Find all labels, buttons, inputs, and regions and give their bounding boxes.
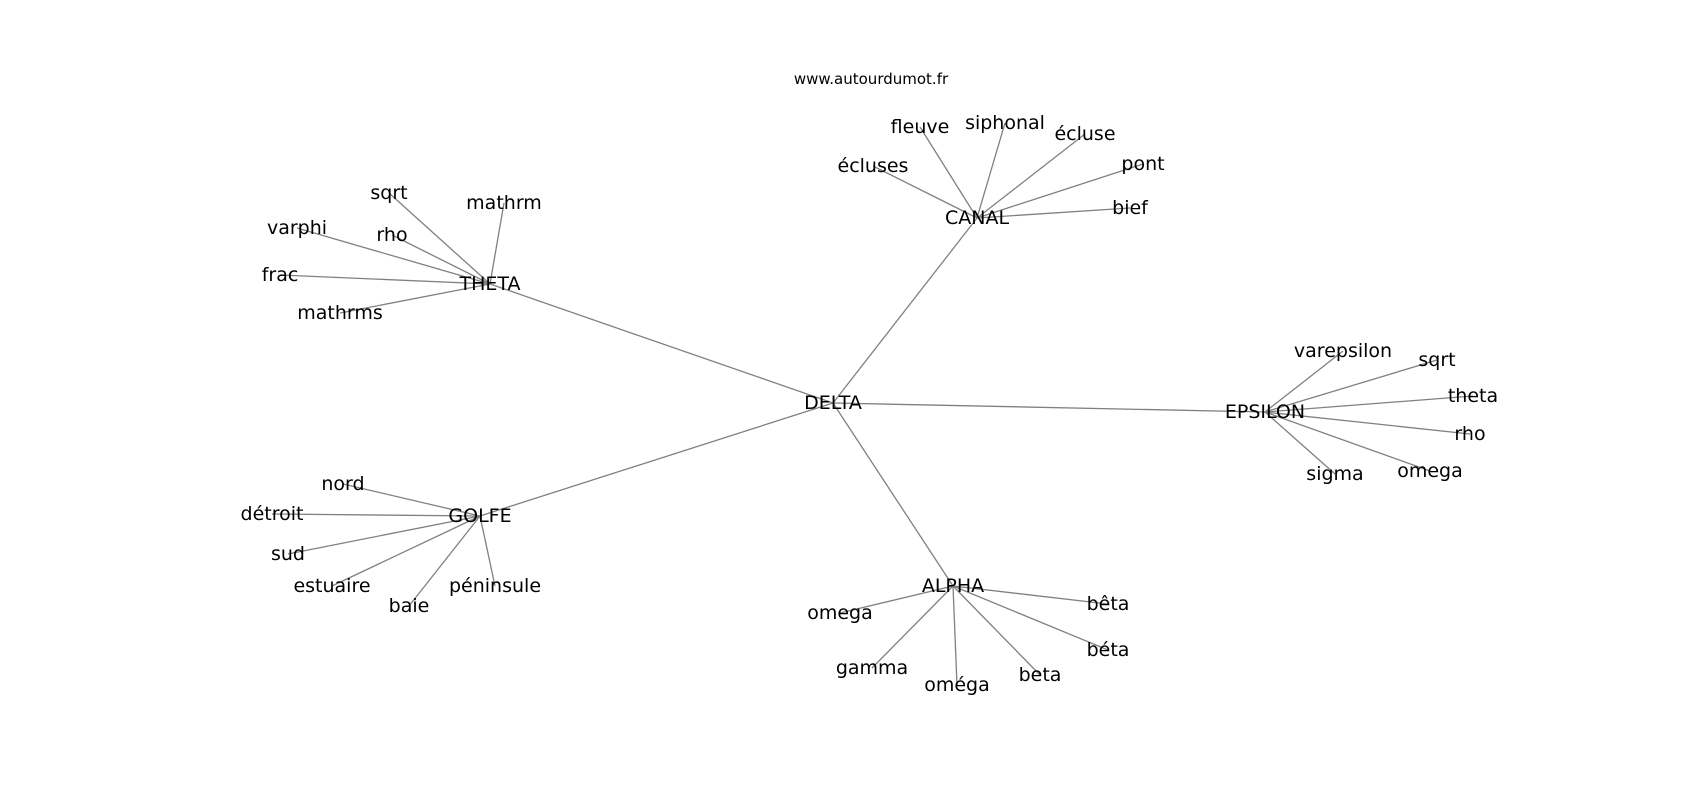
hub-node-label: CANAL: [945, 207, 1009, 229]
leaf-node-label: sqrt: [370, 182, 407, 204]
edge-alpha-leaf: [952, 585, 1041, 676]
leaf-node-label: béta: [1087, 639, 1130, 661]
edge-center-golfe: [479, 402, 834, 517]
leaf-node-label: baie: [389, 595, 430, 617]
edge-center-epsilon: [832, 402, 1266, 413]
edge-alpha-leaf: [952, 585, 1109, 605]
leaf-node-label: omega: [807, 602, 873, 624]
edge-theta-leaf: [339, 283, 491, 314]
leaf-node-label: siphonal: [965, 112, 1045, 134]
leaf-node-label: varphi: [267, 217, 327, 239]
edge-canal-leaf: [976, 207, 1131, 219]
edge-golfe-leaf: [331, 515, 481, 587]
leaf-node-label: sqrt: [1418, 349, 1455, 371]
edge-center-alpha: [832, 402, 954, 587]
leaf-node-label: beta: [1019, 664, 1062, 686]
hub-node-label: ALPHA: [922, 575, 984, 597]
leaf-node-label: nord: [321, 473, 364, 495]
leaf-node-label: péninsule: [449, 575, 541, 597]
edge-canal-leaf: [976, 133, 1086, 219]
leaf-node-label: écluse: [1054, 123, 1115, 145]
edge-epsilon-leaf: [1264, 411, 1336, 475]
edge-epsilon-leaf: [1264, 411, 1471, 435]
edge-golfe-leaf: [479, 515, 496, 587]
leaf-node-label: écluses: [838, 155, 909, 177]
site-watermark: www.autourdumot.fr: [793, 70, 949, 88]
edge-epsilon-leaf: [1264, 395, 1474, 413]
edge-center-canal: [832, 217, 978, 404]
leaf-node-label: omega: [1397, 460, 1463, 482]
hub-node-label: THETA: [458, 273, 520, 295]
leaf-node-label: theta: [1448, 385, 1498, 407]
edge-alpha-leaf: [952, 585, 958, 686]
edge-golfe-leaf: [287, 515, 481, 555]
leaf-node-label: mathrm: [466, 192, 542, 214]
edge-alpha-leaf: [871, 585, 954, 669]
graph-labels: DELTA CANAL écluses fleuve siphonal écluse pon…: [241, 112, 1499, 696]
edge-golfe-leaf: [271, 513, 481, 517]
edge-epsilon-leaf: [1264, 411, 1431, 472]
leaf-node-label: sigma: [1306, 463, 1363, 485]
leaf-node-label: oméga: [924, 674, 990, 696]
edge-canal-leaf: [919, 126, 978, 219]
edge-golfe-leaf: [408, 515, 481, 607]
leaf-node-label: rho: [376, 224, 407, 246]
edge-theta-leaf: [388, 192, 491, 285]
leaf-node-label: gamma: [836, 657, 908, 679]
edge-alpha-leaf: [952, 585, 1109, 651]
leaf-node-label: rho: [1454, 423, 1485, 445]
edge-center-theta: [489, 283, 834, 404]
edge-theta-leaf: [279, 274, 491, 285]
leaf-node-label: estuaire: [293, 575, 370, 597]
hub-node-label: GOLFE: [448, 505, 511, 527]
leaf-node-label: pont: [1121, 153, 1164, 175]
edge-theta-leaf: [489, 202, 505, 285]
leaf-node-label: frac: [262, 264, 299, 286]
edge-canal-leaf: [976, 122, 1006, 219]
edge-epsilon-leaf: [1264, 350, 1344, 413]
hub-node-label: EPSILON: [1225, 401, 1305, 423]
edge-canal-leaf: [872, 165, 978, 219]
leaf-node-label: mathrms: [297, 302, 383, 324]
edge-epsilon-leaf: [1264, 359, 1438, 413]
leaf-node-label: varepsilon: [1294, 340, 1392, 362]
leaf-node-label: bief: [1112, 197, 1149, 219]
edge-alpha-leaf: [839, 585, 954, 614]
graph-edges: [271, 122, 1474, 686]
edge-golfe-leaf: [342, 483, 481, 517]
edge-theta-leaf: [296, 227, 491, 285]
leaf-node-label: sud: [271, 543, 305, 565]
center-node-label: DELTA: [804, 392, 862, 414]
leaf-node-label: détroit: [241, 503, 304, 525]
leaf-node-label: fleuve: [891, 116, 950, 138]
edge-theta-leaf: [391, 234, 491, 285]
leaf-node-label: bêta: [1087, 593, 1130, 615]
edge-canal-leaf: [976, 163, 1144, 219]
